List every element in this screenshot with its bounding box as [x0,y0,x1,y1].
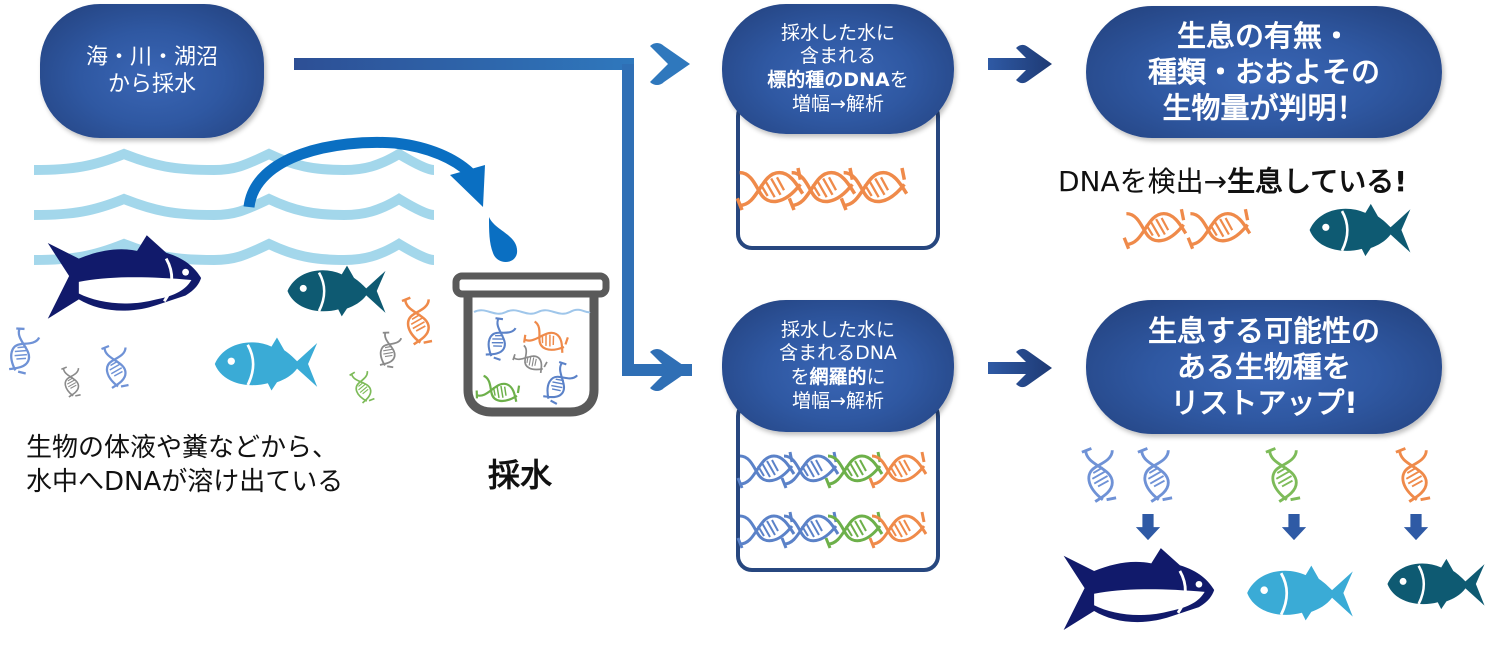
dna-release-caption-line-1: 生物の体液や糞などから、 [26,433,339,463]
targeted-method-pill: 採水した水に 含まれる 標的種のDNAを 増幅→解析 [722,4,954,134]
water-waves [33,148,435,266]
targeted-species-dna: 標的種のDNA [767,69,890,91]
metabarcoding-method-pill: 採水した水に 含まれるDNA を網羅的に 増幅→解析 [722,300,954,432]
sampling-label: 採水 [488,456,553,494]
targeted-line-3-suffix: を [889,69,909,91]
dna-icon [868,508,928,552]
dna-icon [58,366,84,398]
dna-icon [1186,206,1252,252]
targeted-line-3: 標的種のDNAを [767,69,908,93]
targeted-result-pill: 生息の有無・ 種類・おおよその 生物量が判明！ [1086,6,1442,138]
targeted-line-4: 増幅→解析 [792,92,884,115]
targeted-line-2: 含まれる [799,45,876,68]
targeted-result-line-3: 生物量が判明！ [1162,91,1366,126]
dna-icon [868,448,928,492]
metabarcoding-result-pill: 生息する可能性の ある生物種を リストアップ! [1086,300,1442,434]
metabarcoding-result-line-2: ある生物種を [1176,349,1351,384]
metabarcoding-line-1: 採水した水に [780,318,895,341]
detection-caption-normal: DNAを検出→ [1058,165,1228,198]
step-arrow-top [986,44,1056,84]
dna-icon [0,323,46,379]
fish-dark-icon [1384,548,1488,620]
metabarcoding-line-3-suffix: に [866,366,886,388]
comprehensive-label: 網羅的 [809,366,867,388]
down-arrow-icon [1402,514,1430,542]
dna-release-caption-line-2: 水中へDNAが溶け出ている [26,466,344,497]
fish-light-icon [1238,560,1362,626]
tuna-icon [40,228,205,328]
tuna-icon [1056,540,1218,640]
source-pill-line-2: から採水 [107,72,196,97]
down-arrow-icon [1280,514,1308,542]
dna-icon [1122,206,1188,252]
targeted-result-line-2: 種類・おおよその [1147,54,1380,89]
metabarcoding-dna-grid [744,440,934,560]
metabarcoding-line-2: 含まれるDNA [779,342,897,365]
down-arrow-icon [1134,514,1162,542]
metabarcoding-line-3-prefix: を [790,366,810,388]
metabarcoding-line-4: 増幅→解析 [792,389,884,412]
dna-icon [100,343,130,391]
targeted-result-line-1: 生息の有無・ [1176,18,1351,53]
metabarcoding-line-3: を網羅的に [790,366,885,390]
dna-icon [1136,446,1174,504]
sampling-curve-arrow [243,136,485,209]
dna-icon [1264,446,1302,504]
dna-icon [839,165,909,213]
detection-caption: DNAを検出→生息している! [1058,160,1407,200]
fish-dark-icon [1306,196,1414,264]
dna-icon [1080,446,1118,504]
dna-icon [1394,446,1432,504]
metabarcoding-result-line-3: リストアップ! [1170,386,1358,421]
source-pill-line-1: 海・川・湖沼 [85,44,218,70]
detection-caption-bold: 生息している! [1227,165,1408,198]
sampling-beaker-icon [452,272,610,417]
branch-flow-arrow [294,43,692,391]
step-arrow-bottom [986,348,1056,388]
source-pill: 海・川・湖沼 から採水 [40,4,264,138]
metabarcoding-result-line-1: 生息する可能性の [1147,313,1380,348]
water-drop-icon [489,217,518,262]
dna-release-caption: 生物の体液や糞などから、 水中へDNAが溶け出ている [26,432,343,500]
targeted-line-1: 採水した水に [780,21,895,44]
